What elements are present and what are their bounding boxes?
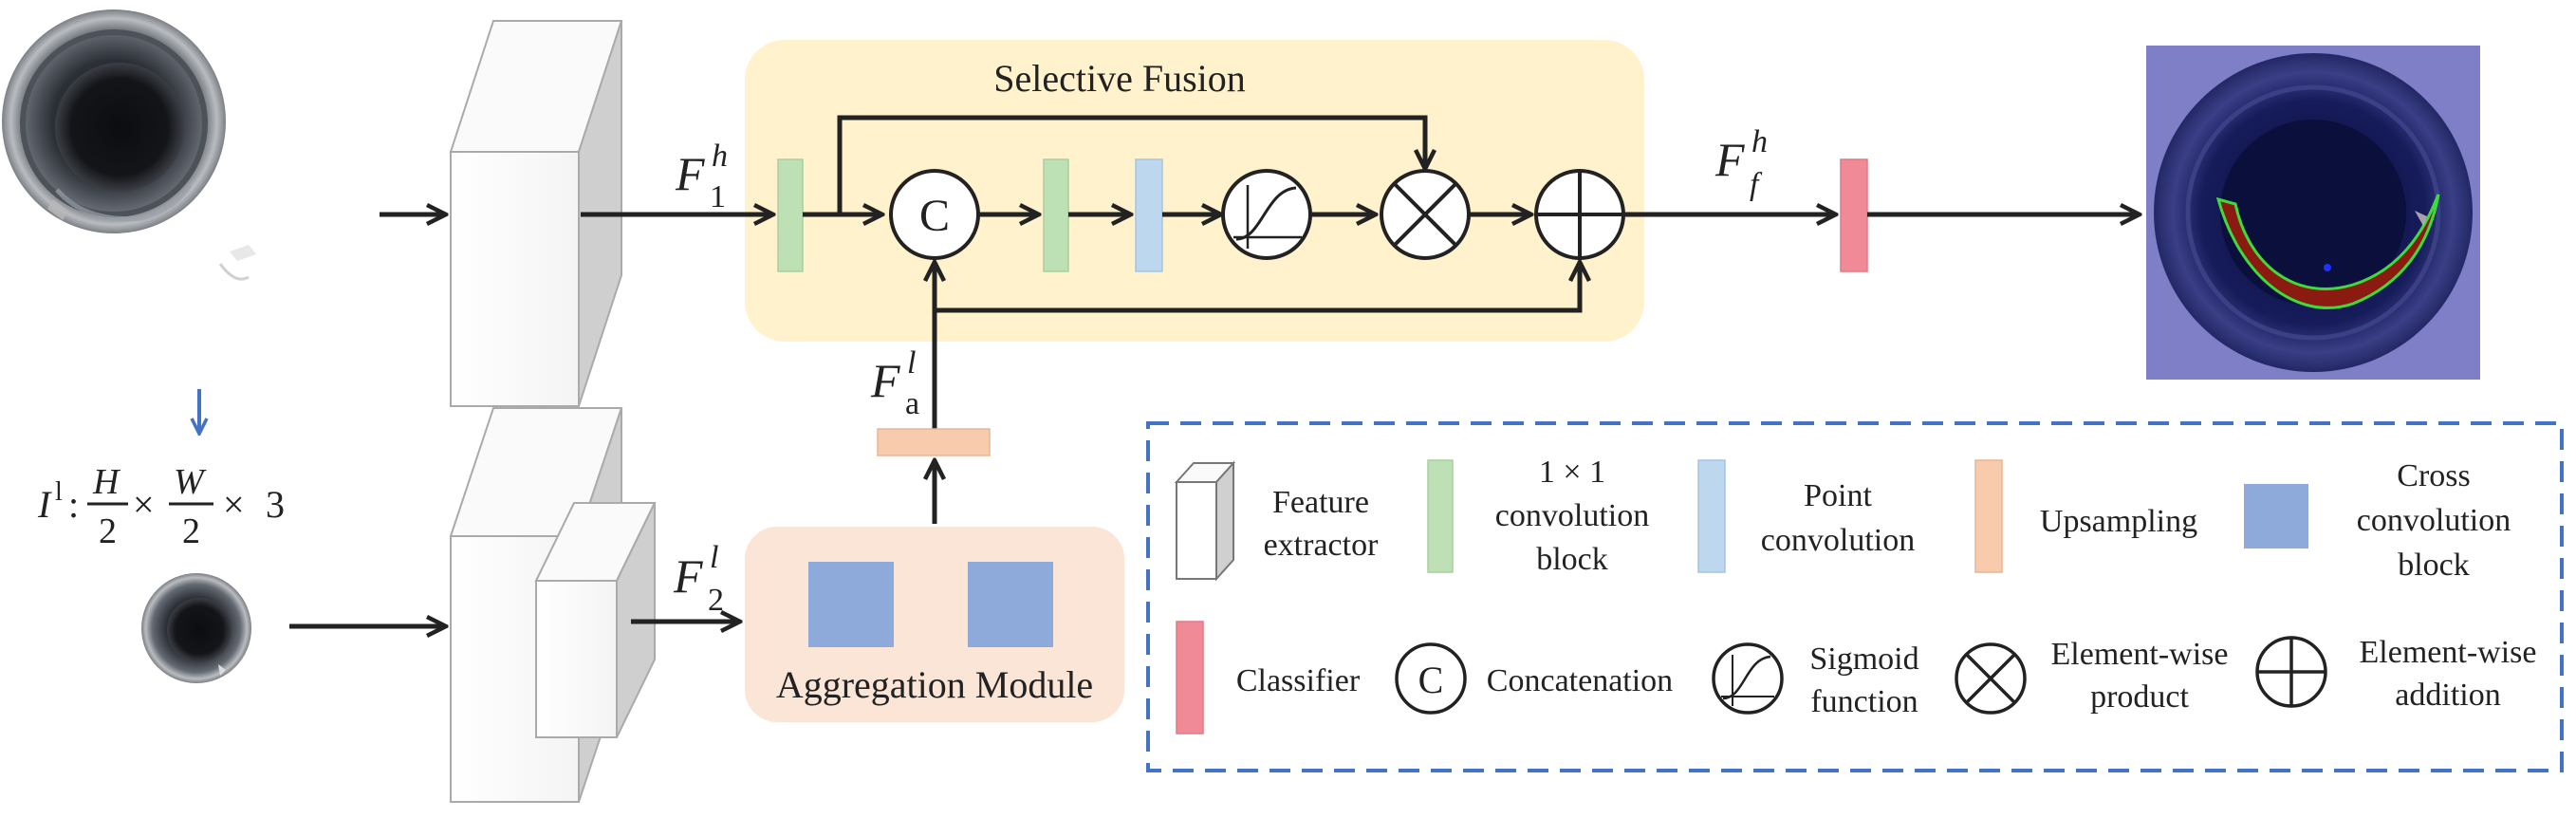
legend-upsampling-icon [1974, 459, 2003, 573]
sigmoid-node [1221, 169, 1312, 260]
input-colon: : [68, 483, 79, 526]
legend-point-conv-l2: convolution [1761, 523, 1915, 558]
legend-product-l1: Element-wise [2051, 637, 2229, 672]
svg-text:1: 1 [710, 179, 726, 214]
legend-conv1x1-l3: block [1536, 542, 1608, 577]
classifier-block [1840, 158, 1868, 272]
elementwise-product-node [1380, 169, 1471, 260]
conv1x1-block-2 [1043, 158, 1069, 272]
legend-concatenation-symbol: C [1418, 659, 1444, 701]
legend-conv1x1-icon [1427, 459, 1454, 573]
input-3: 3 [266, 483, 285, 526]
input-H: H [92, 462, 121, 502]
feature-extractor-bottom [449, 407, 657, 803]
legend-product-icon [1955, 642, 2027, 715]
feature-extractor-top [449, 20, 623, 407]
svg-text:a: a [905, 386, 919, 421]
input-I: I [37, 483, 52, 526]
aggregation-module-title: Aggregation Module [776, 663, 1093, 706]
low-res-input-size: I l : H 2 × W 2 × 3 [37, 462, 285, 551]
upsampling-block [877, 428, 991, 456]
input-image-low-res [141, 573, 251, 683]
input-2a: 2 [99, 511, 117, 551]
output-segmentation-image [2146, 46, 2480, 380]
cross-conv-block-2 [968, 562, 1053, 647]
svg-text:F: F [675, 147, 705, 200]
legend-conv1x1-l1: 1 × 1 [1539, 455, 1605, 490]
legend-cross-conv-l2: convolution [2357, 503, 2511, 538]
legend-product-l2: product [2090, 679, 2189, 715]
legend-classifier-icon [1176, 621, 1204, 734]
legend-addition-l1: Element-wise [2360, 635, 2537, 670]
feature-F2l-label: F l 2 [673, 540, 724, 618]
legend-conv1x1-l2: convolution [1495, 498, 1649, 533]
svg-text:F: F [673, 549, 703, 603]
legend-cross-conv-l1: Cross [2397, 458, 2470, 493]
input-2b: 2 [182, 511, 200, 551]
input-W: W [174, 462, 207, 502]
svg-text:2: 2 [708, 583, 724, 618]
svg-text:F: F [1714, 133, 1745, 186]
selective-fusion-title: Selective Fusion [993, 57, 1246, 100]
input-times2: × [223, 483, 245, 526]
svg-text:h: h [1751, 124, 1768, 159]
elementwise-addition-node [1534, 169, 1625, 260]
legend-upsampling-l1: Upsampling [2040, 504, 2197, 539]
legend-concatenation-icon [1395, 642, 1467, 715]
legend-sigmoid-l2: function [1810, 684, 1918, 719]
svg-text:l: l [907, 345, 916, 381]
legend-feature-extractor-l1: Feature [1272, 485, 1369, 520]
legend-concatenation-l1: Concatenation [1487, 663, 1673, 698]
conv1x1-block-1 [777, 158, 804, 272]
legend-addition-l2: addition [2395, 678, 2500, 713]
feature-F1h-label: F h 1 [675, 139, 728, 214]
legend-box [1146, 421, 2564, 772]
svg-text:F: F [870, 354, 900, 407]
svg-text:l: l [710, 540, 718, 575]
concatenation-node-label: C [919, 191, 950, 241]
input-image-high-res [2, 9, 256, 281]
legend-sigmoid-l1: Sigmoid [1809, 641, 1918, 677]
point-convolution-block [1135, 158, 1163, 272]
input-l-sup: l [55, 477, 63, 507]
legend-addition-icon [2255, 636, 2327, 708]
legend-sigmoid-icon [1712, 642, 1784, 715]
legend-point-conv-l1: Point [1804, 478, 1872, 513]
legend-classifier-l1: Classifier [1236, 663, 1361, 698]
legend-cross-conv-l3: block [2398, 548, 2470, 583]
input-times1: × [133, 483, 155, 526]
legend-point-conv-icon [1697, 459, 1726, 573]
feature-Fal-label: F l a [870, 345, 919, 421]
svg-text:f: f [1750, 167, 1763, 202]
legend-feature-extractor-icon [1174, 460, 1236, 582]
legend-feature-extractor-l2: extractor [1264, 528, 1379, 563]
svg-text:h: h [712, 139, 728, 174]
cross-conv-block-1 [808, 562, 894, 647]
legend-cross-conv-icon [2244, 484, 2308, 548]
feature-Ffh-label: F h f [1714, 124, 1768, 202]
